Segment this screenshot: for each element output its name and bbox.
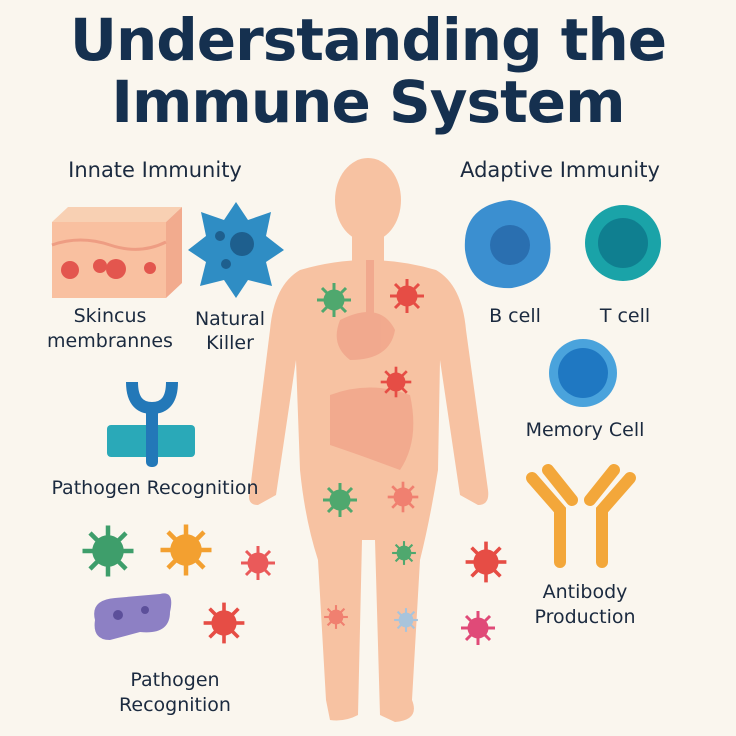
- skin-label-2: membrannes: [47, 330, 173, 352]
- pathogens-label-1: Pathogen: [130, 669, 220, 691]
- antibody-icon: [526, 464, 636, 568]
- organs: [330, 260, 414, 470]
- human-body: [249, 158, 489, 722]
- skin-layers-icon: [51, 207, 182, 298]
- nk-label-2: Killer: [206, 332, 254, 354]
- receptor-icon: [107, 381, 195, 467]
- skin-label-1: Skincus: [73, 305, 147, 327]
- t-cell-icon: [585, 205, 661, 281]
- b-cell-label: B cell: [489, 305, 541, 327]
- adaptive-heading: Adaptive Immunity: [460, 158, 660, 182]
- pathogens-label-2: Recognition: [119, 694, 231, 716]
- natural-killer-cell-icon: [188, 202, 284, 298]
- b-cell-icon: [464, 200, 551, 289]
- title-line-1: Understanding the: [69, 6, 667, 74]
- title-line-2: Immune System: [111, 68, 625, 136]
- memory-cell-icon: [549, 339, 617, 407]
- antibody-label-2: Production: [534, 606, 636, 628]
- t-cell-label: T cell: [599, 305, 651, 327]
- memory-cell-label: Memory Cell: [525, 419, 645, 441]
- bacterium-icon: [94, 593, 172, 640]
- innate-heading: Innate Immunity: [68, 158, 242, 182]
- recognition-label: Pathogen Recognition: [51, 477, 259, 499]
- antibody-label-1: Antibody: [542, 581, 628, 603]
- nk-label-1: Natural: [194, 308, 266, 330]
